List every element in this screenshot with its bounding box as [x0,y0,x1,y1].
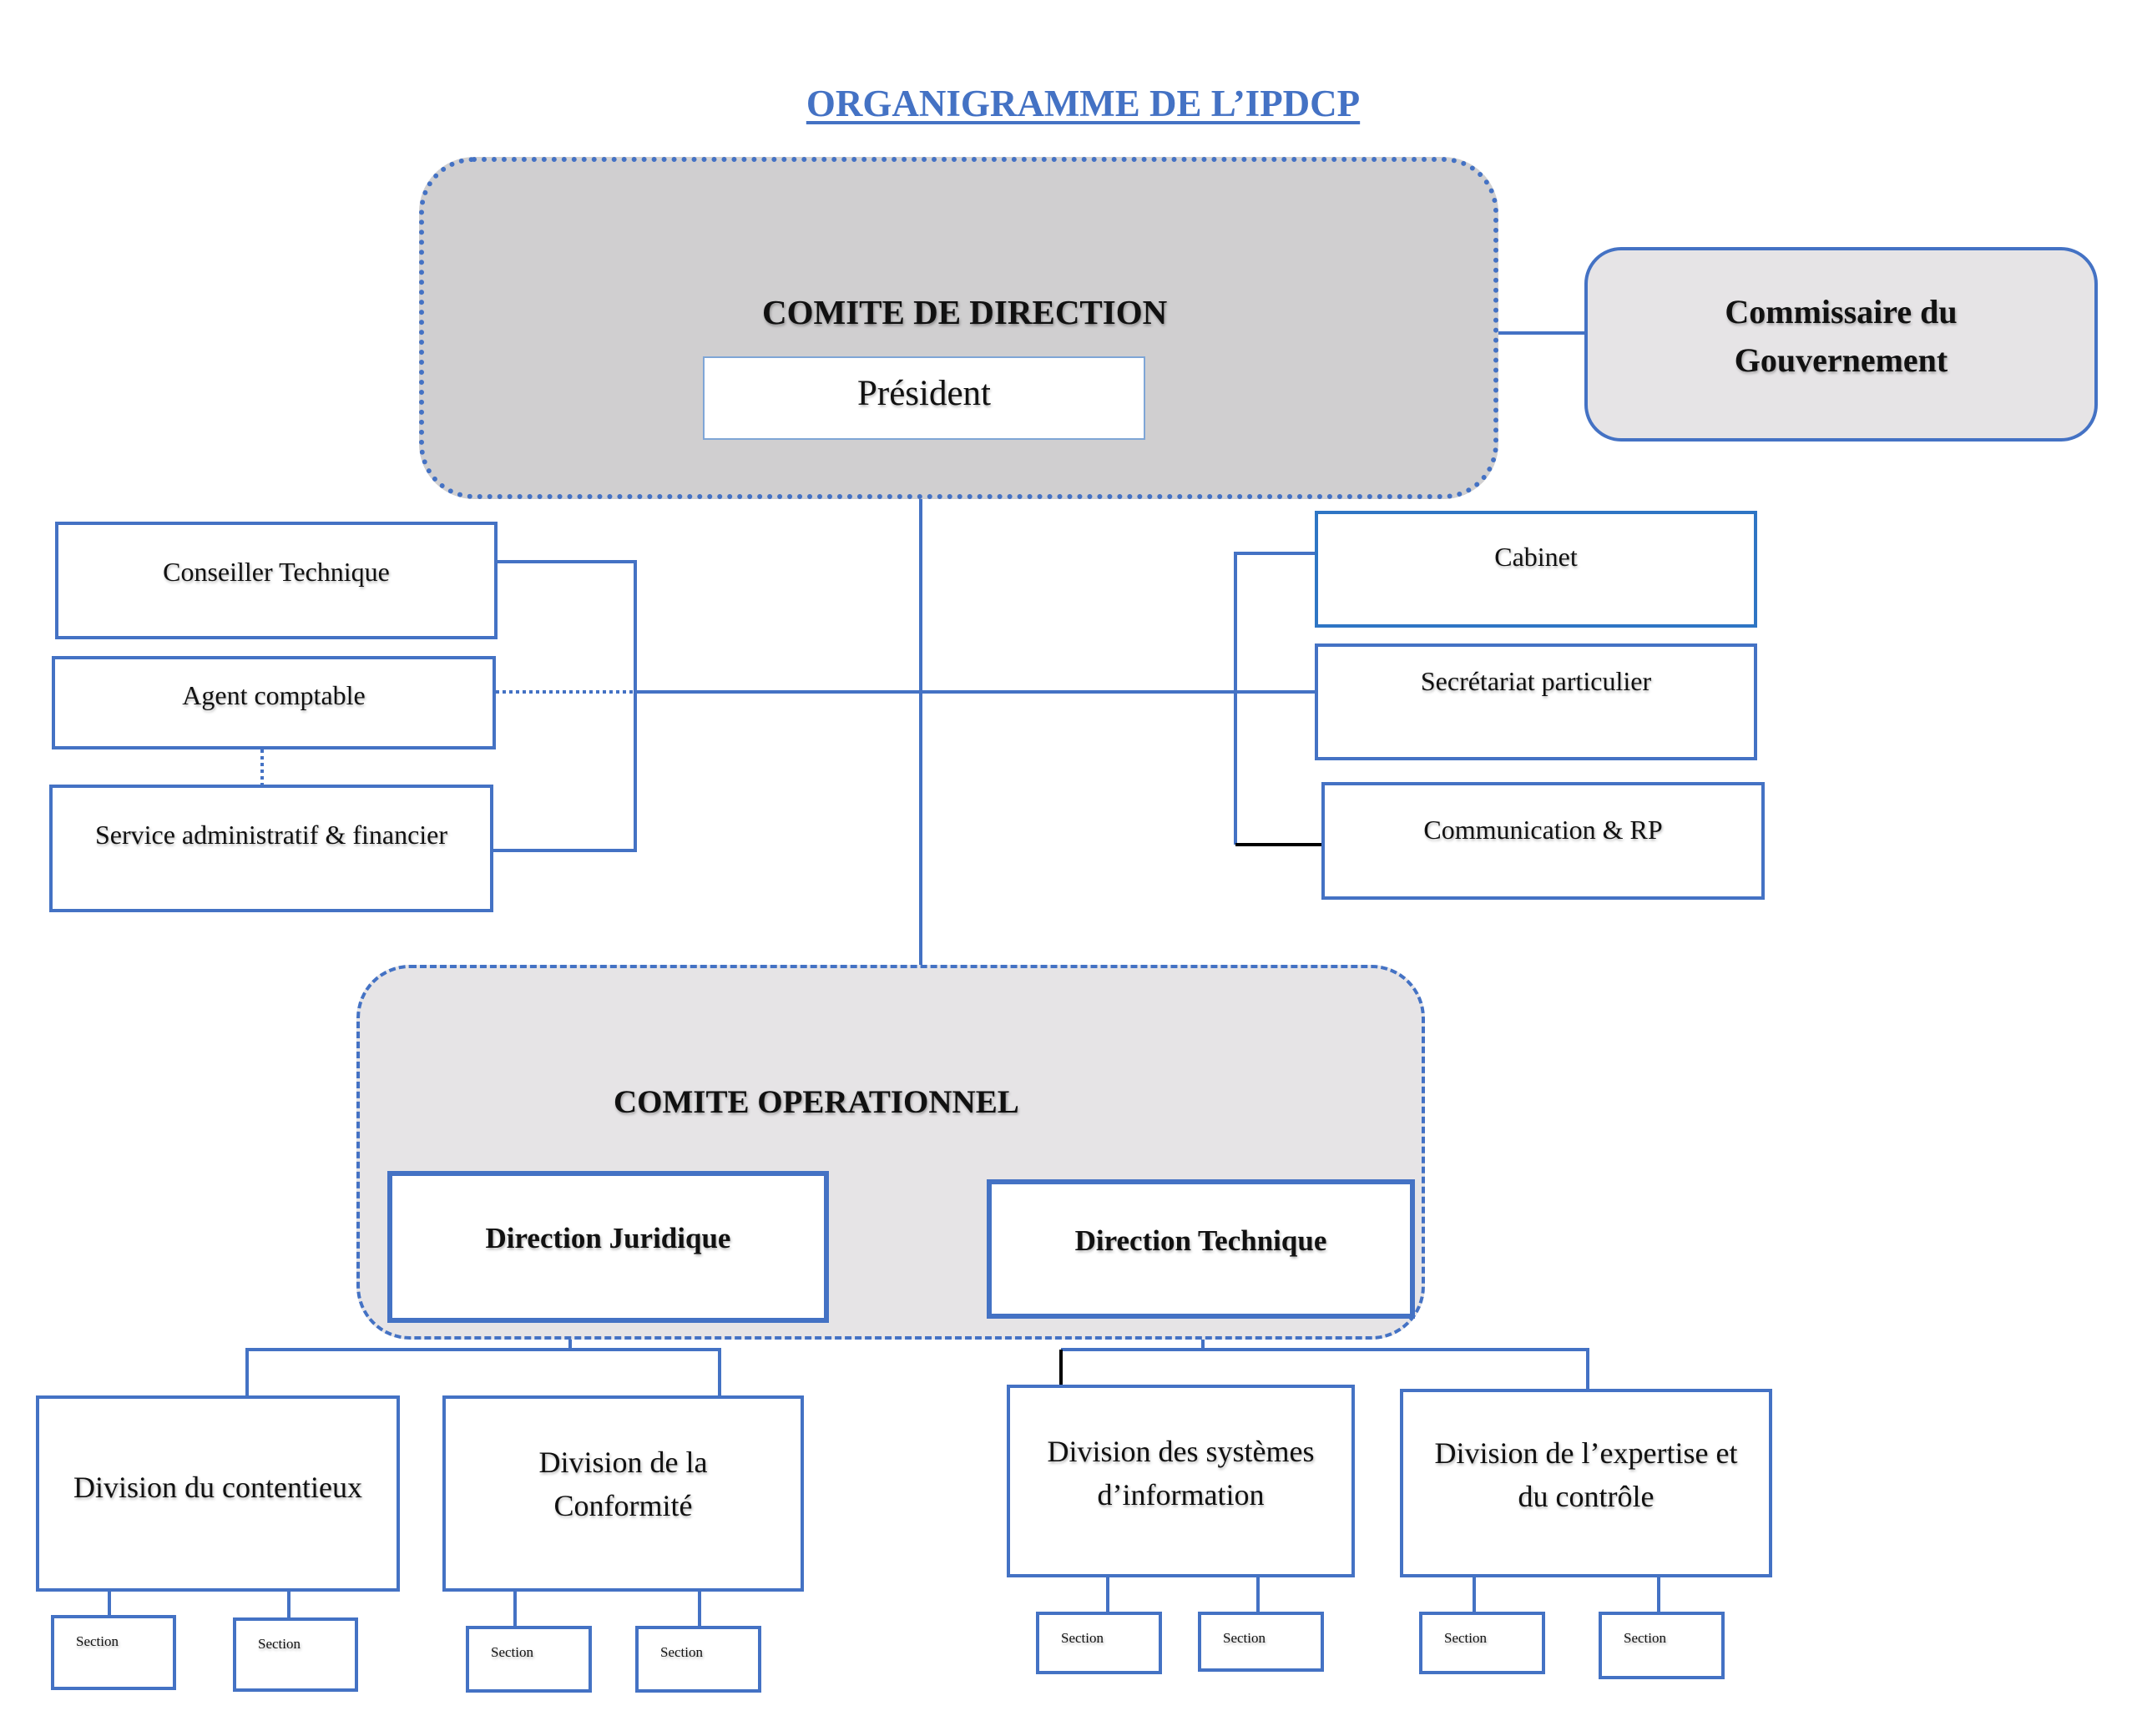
division-label-line1: Division de la [538,1446,708,1479]
division-conformite-box[interactable]: Division de la Conformité [442,1395,804,1592]
section-box[interactable]: Section [51,1615,176,1690]
direction-juridique-box[interactable]: Direction Juridique [387,1171,829,1323]
agent-comptable-box[interactable]: Agent comptable [52,656,496,749]
section-label: Section [76,1633,119,1649]
commissaire-label-line1: Commissaire du [1725,292,1958,331]
section-box[interactable]: Section [635,1626,761,1693]
dj-divisions-bracket [245,1348,721,1395]
commissaire-box[interactable]: Commissaire du Gouvernement [1584,247,2098,442]
division-expertise-controle-box[interactable]: Division de l’expertise et du contrôle [1400,1389,1772,1577]
agent-comptable-label: Agent comptable [182,680,366,710]
conseiller-technique-label: Conseiller Technique [163,557,390,587]
service-administratif-box[interactable]: Service administratif & financier [49,785,493,912]
section-label: Section [1624,1630,1666,1646]
direction-technique-box[interactable]: Direction Technique [987,1179,1415,1319]
communication-box[interactable]: Communication & RP [1321,782,1765,900]
right-staff-bracket [1234,552,1315,845]
comite-operationnel-label: COMITE OPERATIONNEL [614,1084,1019,1120]
division-label-line2: d’information [1097,1478,1265,1512]
section-label: Section [1061,1630,1104,1646]
division-label-line2: Conformité [553,1489,693,1523]
communication-label: Communication & RP [1423,815,1663,845]
section-box[interactable]: Section [1036,1612,1162,1674]
section-box[interactable]: Section [1419,1612,1545,1674]
division-label-line1: Division de l’expertise et [1434,1436,1738,1470]
section-label: Section [491,1644,533,1660]
direction-technique-label: Direction Technique [1074,1224,1327,1257]
section-box[interactable]: Section [466,1626,592,1693]
president-label: Président [856,373,992,413]
section-label: Section [660,1644,703,1660]
comite-direction-label: COMITE DE DIRECTION [762,293,1168,331]
conseiller-technique-box[interactable]: Conseiller Technique [55,522,498,639]
dt-divisions-bracket [1061,1348,1589,1389]
division-label-line2: du contrôle [1518,1480,1655,1514]
comite-direction-group [419,157,1498,499]
cabinet-label: Cabinet [1494,542,1578,572]
cabinet-box[interactable]: Cabinet [1315,511,1757,628]
division-contentieux-box[interactable]: Division du contentieux [36,1395,400,1592]
division-label: Division du contentieux [73,1471,362,1504]
direction-juridique-label: Direction Juridique [485,1222,731,1254]
president-box[interactable]: Président [703,356,1145,440]
secretariat-box[interactable]: Secrétariat particulier [1315,643,1757,760]
section-label: Section [1444,1630,1487,1646]
section-label: Section [1223,1630,1266,1646]
section-label: Section [258,1636,301,1652]
section-box[interactable]: Section [233,1617,358,1692]
service-administratif-label: Service administratif & financier [94,820,448,850]
commissaire-label-line2: Gouvernement [1734,341,1948,379]
division-systemes-information-box[interactable]: Division des systèmes d’information [1007,1385,1355,1577]
secretariat-label: Secrétariat particulier [1420,666,1652,696]
page-title: ORGANIGRAMME DE L’IPDCP [806,83,1361,124]
section-box[interactable]: Section [1599,1612,1725,1679]
division-label-line1: Division des systèmes [1047,1435,1315,1468]
section-box[interactable]: Section [1198,1612,1324,1672]
left-staff-bracket [493,560,637,852]
